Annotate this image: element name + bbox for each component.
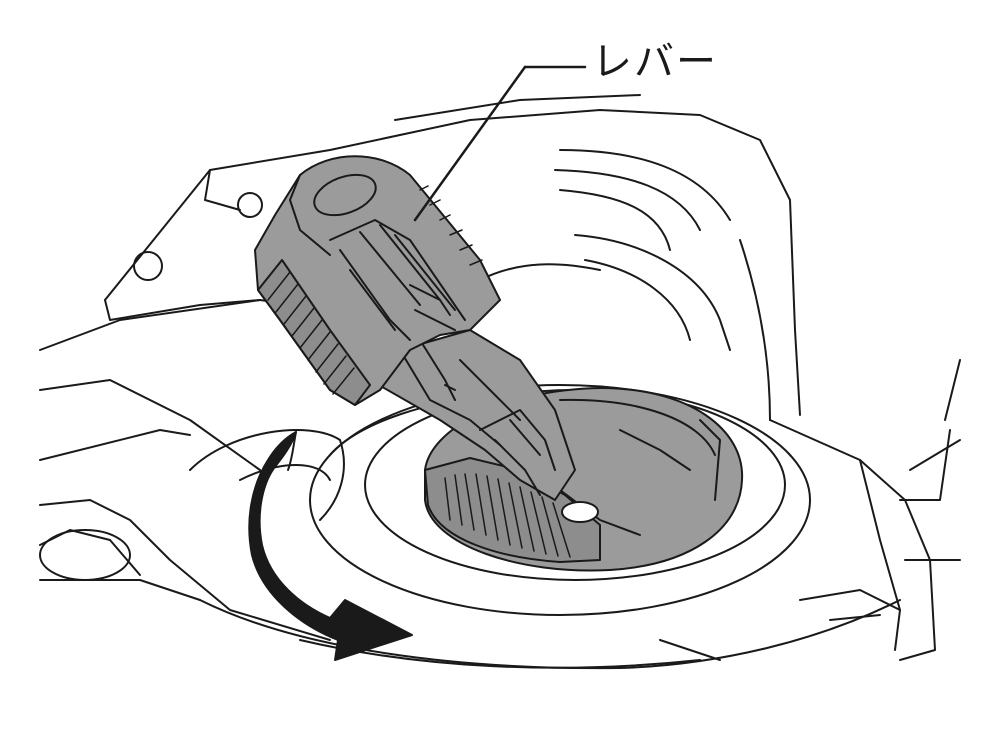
mount-ring bbox=[189, 384, 811, 616]
lever-tick-marks bbox=[419, 185, 483, 266]
lever bbox=[254, 155, 576, 501]
rotate-arrow-icon bbox=[248, 431, 413, 661]
callout-leader bbox=[413, 65, 587, 222]
lever-knurl bbox=[267, 271, 355, 395]
lever-callout-label: レバー bbox=[592, 39, 718, 85]
foot-ribs bbox=[444, 473, 571, 558]
